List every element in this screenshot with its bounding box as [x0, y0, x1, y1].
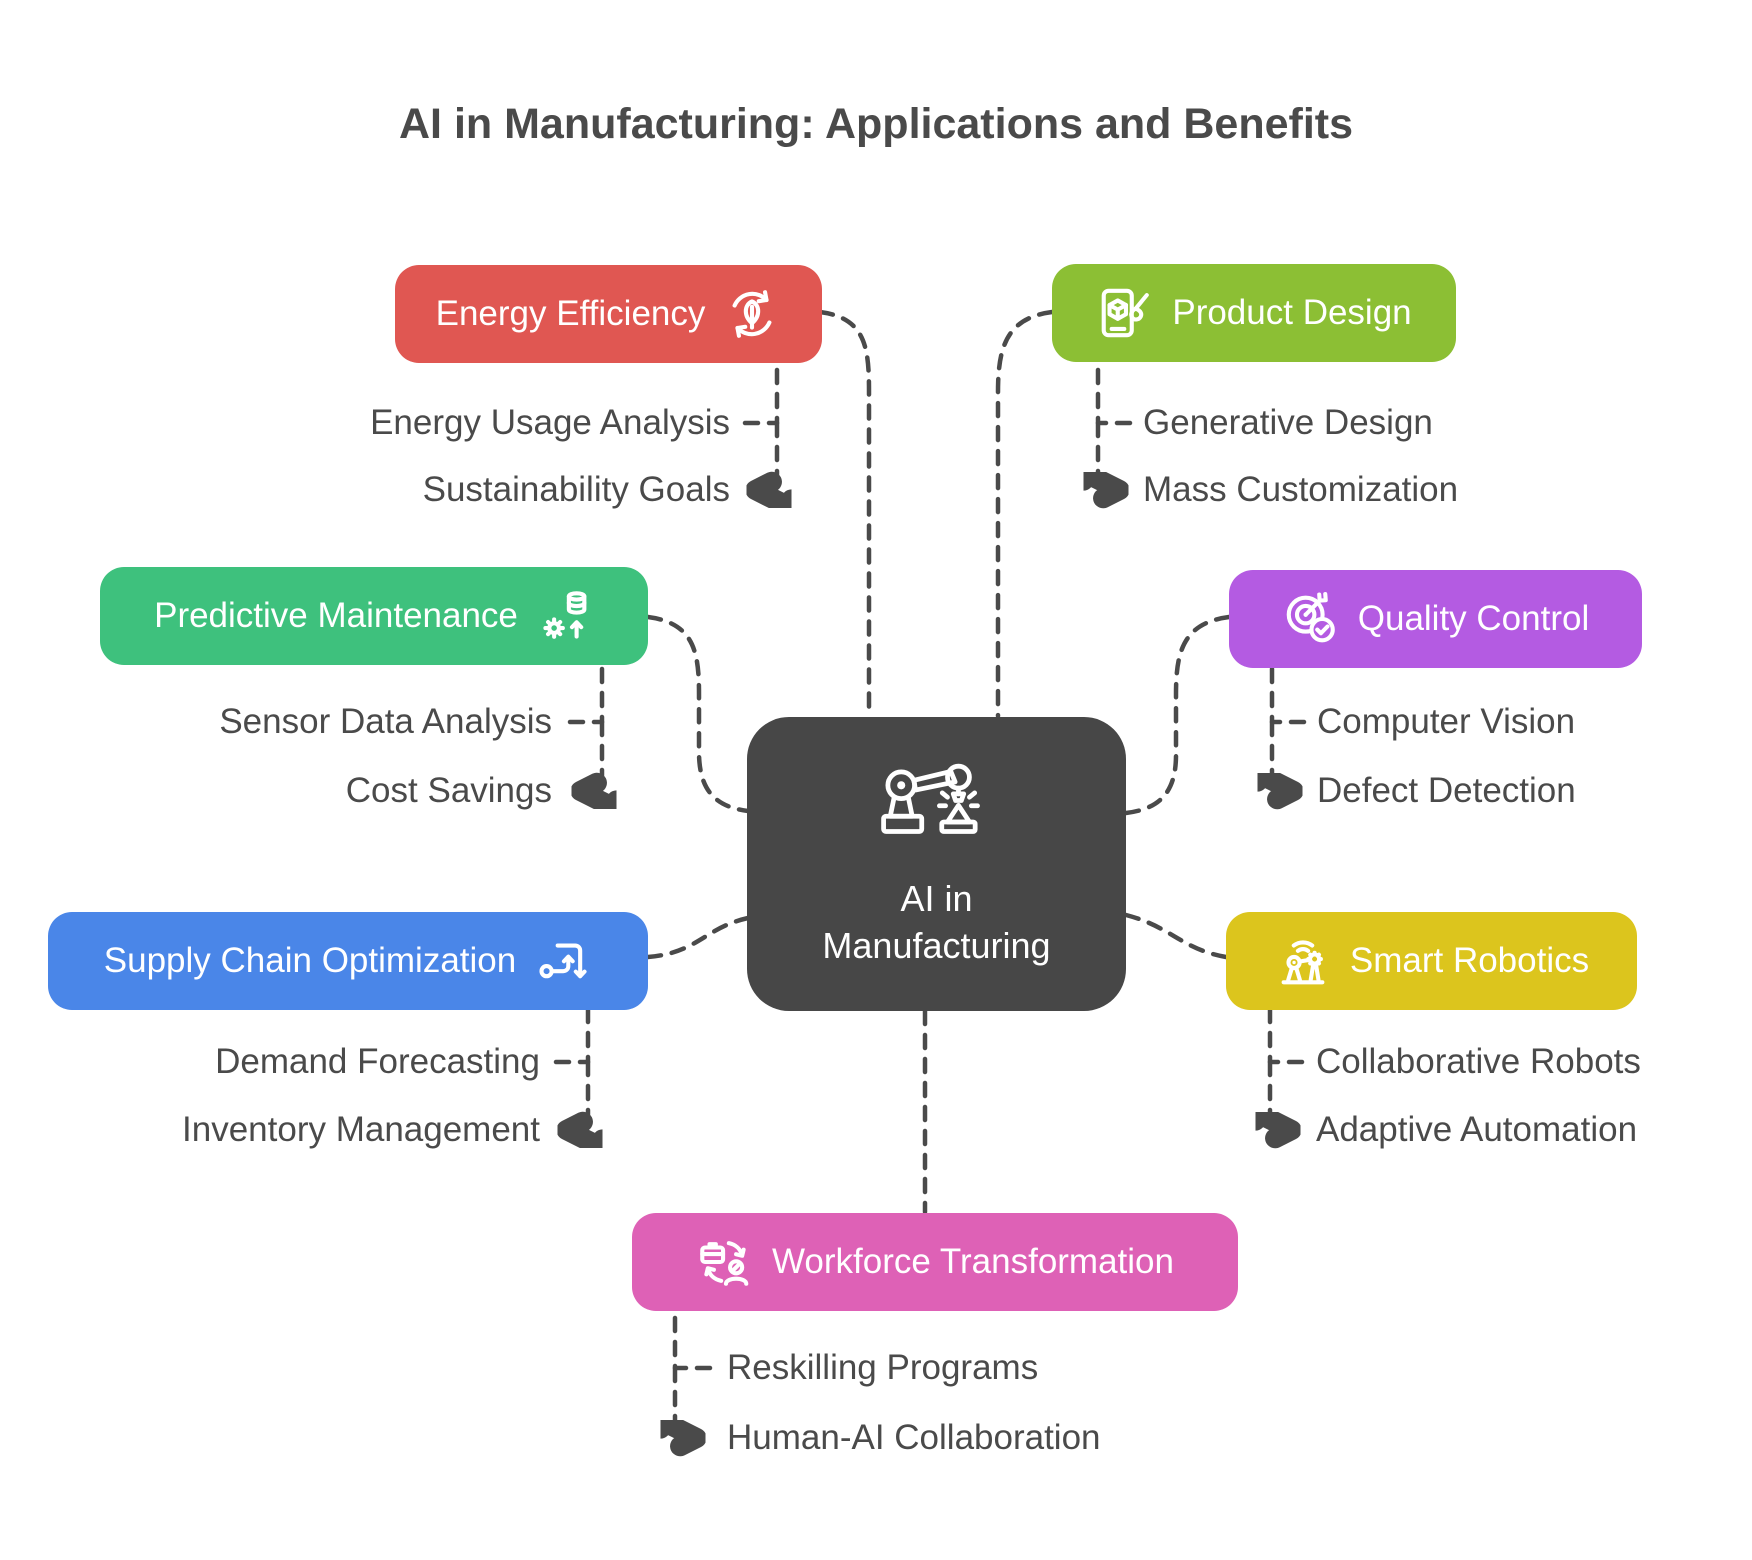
connector-product-child-2 — [1098, 420, 1115, 490]
connector-supply-child-2 — [571, 1059, 588, 1130]
eco-cycle-icon — [732, 290, 772, 338]
branch-workforce-transformation-label: Workforce Transformation — [772, 1242, 1174, 1281]
branch-product-design: Product Design — [1052, 264, 1456, 362]
briefcase-person-icon — [700, 1241, 749, 1286]
design-tablet-icon — [1102, 288, 1150, 338]
connector-product-to-center — [995, 309, 1055, 719]
branch-quality-control-label: Quality Control — [1357, 599, 1590, 638]
sub-item-demand-forecasting: Demand Forecasting — [215, 1042, 540, 1081]
connector-predictive-child-1 — [567, 662, 605, 725]
central-node-label: AI in Manufacturing — [822, 876, 1050, 970]
connector-supply-child-1 — [553, 1007, 591, 1065]
sub-item-energy-usage-analysis: Energy Usage Analysis — [370, 403, 730, 442]
target-check-icon — [1286, 592, 1335, 643]
connector-energy-child-2 — [760, 420, 777, 490]
flow-route-icon — [539, 943, 587, 979]
sub-item-human-ai-collaboration: Human-AI Collaboration — [727, 1418, 1101, 1457]
connector-robotics-child-2 — [1270, 1059, 1287, 1130]
branch-predictive-maintenance: Predictive Maintenance — [100, 567, 648, 665]
sub-item-reskilling-programs: Reskilling Programs — [727, 1348, 1039, 1387]
sub-item-adaptive-automation: Adaptive Automation — [1316, 1110, 1638, 1149]
sub-item-inventory-management: Inventory Management — [182, 1110, 540, 1149]
central-node: AI in Manufacturing — [747, 717, 1126, 1011]
connector-energy-to-center — [817, 309, 872, 719]
sub-item-mass-customization: Mass Customization — [1143, 470, 1459, 509]
connector-product-child-1 — [1095, 359, 1133, 426]
connector-predictive-child-2 — [585, 719, 602, 791]
robot-arm-icon — [880, 763, 980, 834]
branch-predictive-maintenance-label: Predictive Maintenance — [154, 596, 518, 635]
branch-supply-chain-optimization-label: Supply Chain Optimization — [103, 941, 517, 980]
branch-smart-robotics: Smart Robotics — [1226, 912, 1637, 1010]
branch-energy-efficiency: Energy Efficiency — [395, 265, 822, 363]
connector-workforce-child-2 — [675, 1365, 692, 1438]
connector-robotics-to-center — [1123, 912, 1229, 960]
branch-workforce-transformation: Workforce Transformation — [632, 1213, 1238, 1311]
robot-signal-icon — [1281, 940, 1325, 985]
diagram-title: AI in Manufacturing: Applications and Be… — [399, 100, 1353, 148]
sub-item-collaborative-robots: Collaborative Robots — [1316, 1042, 1641, 1081]
sub-item-cost-savings: Cost Savings — [345, 771, 552, 810]
connector-workforce-child-1 — [672, 1308, 713, 1371]
sub-item-generative-design: Generative Design — [1143, 403, 1433, 442]
connector-quality-to-center — [1123, 614, 1232, 816]
connector-energy-child-1 — [742, 360, 780, 426]
branch-energy-efficiency-label: Energy Efficiency — [435, 294, 706, 333]
connector-robotics-child-1 — [1267, 1007, 1305, 1065]
sub-item-defect-detection: Defect Detection — [1317, 771, 1576, 810]
central-label-line2: Manufacturing — [822, 924, 1051, 966]
connector-quality-child-2 — [1272, 719, 1289, 791]
connector-supply-to-center — [645, 915, 751, 960]
central-label-line1: AI in — [900, 877, 973, 919]
sub-item-sensor-data-analysis: Sensor Data Analysis — [219, 702, 552, 741]
sub-item-computer-vision: Computer Vision — [1317, 702, 1576, 741]
data-gear-icon — [543, 591, 587, 639]
branch-quality-control: Quality Control — [1229, 570, 1642, 668]
connector-predictive-to-center — [645, 614, 751, 814]
connector-quality-child-1 — [1269, 665, 1307, 725]
sub-item-sustainability-goals: Sustainability Goals — [422, 470, 730, 509]
branch-supply-chain-optimization: Supply Chain Optimization — [48, 912, 648, 1010]
branch-product-design-label: Product Design — [1172, 293, 1412, 332]
branch-smart-robotics-label: Smart Robotics — [1349, 941, 1590, 980]
